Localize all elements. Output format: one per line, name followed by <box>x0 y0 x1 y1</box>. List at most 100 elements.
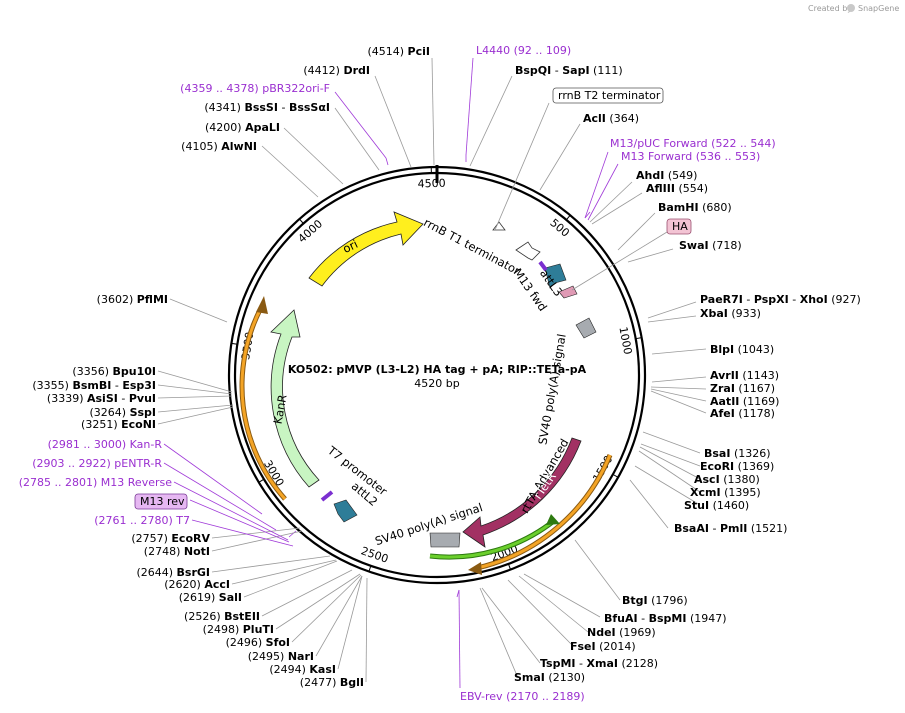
enzyme-site-label[interactable]: (2498) PluTI <box>203 623 274 636</box>
kanr-feature[interactable] <box>270 309 320 488</box>
enzyme-site-label[interactable]: (2495) NarI <box>248 650 314 663</box>
ori-feature[interactable] <box>308 211 424 287</box>
primer-site-label[interactable]: L4440 (92 .. 109) <box>476 44 571 57</box>
enzyme-site-label[interactable]: SmaI (2130) <box>514 671 585 684</box>
primer-site-label[interactable]: EBV-rev (2170 .. 2189) <box>460 690 585 703</box>
enzyme-site-label[interactable]: AfeI (1178) <box>710 407 775 420</box>
enzyme-site-label[interactable]: AclI (364) <box>583 112 639 125</box>
enzyme-name: BspMI <box>649 612 687 625</box>
enzyme-site-label[interactable]: (2496) SfoI <box>226 636 290 649</box>
enzyme-site-label[interactable]: AatII (1169) <box>710 395 779 408</box>
enzyme-site-label[interactable]: (2757) EcoRV <box>131 532 210 545</box>
enzyme-site-label[interactable]: ZraI (1167) <box>710 382 775 395</box>
enzyme-site-label[interactable]: BsaI (1326) <box>704 447 771 460</box>
enzyme-site-label[interactable]: AscI (1380) <box>694 473 760 486</box>
m13-rev-label[interactable]: M13 rev <box>140 495 185 508</box>
enzyme-site-label[interactable]: NdeI (1969) <box>587 626 656 639</box>
enzyme-site-label[interactable]: XcmI (1395) <box>690 486 761 499</box>
attl2-feature[interactable] <box>333 499 358 523</box>
enzyme-site-label[interactable]: (2494) KasI <box>269 663 336 676</box>
enzyme-site-label[interactable]: (2477) BglI <box>300 676 364 689</box>
enzyme-site-label[interactable]: PaeR7I - PspXI - XhoI (927) <box>700 293 861 306</box>
sv40-polya-bottom-feature[interactable] <box>429 532 461 548</box>
cut-position: (2757) <box>131 532 168 545</box>
enzyme-site-label[interactable]: (2748) NotI <box>144 545 210 558</box>
enzyme-site-label[interactable]: (2644) BsrGI <box>136 566 210 579</box>
enzyme-site-label[interactable]: BsaAI - PmlI (1521) <box>674 522 787 535</box>
rtta-advanced-feature[interactable] <box>462 437 582 548</box>
right-orange-arc <box>476 454 612 570</box>
enzyme-name: AsiSI <box>87 392 118 405</box>
tick-label: 4000 <box>296 217 326 245</box>
tick-mark <box>565 214 571 221</box>
enzyme-site-label[interactable]: StuI (1460) <box>684 499 749 512</box>
primer-range: (4359 .. 4378) <box>180 82 259 95</box>
primer-site-label[interactable]: (4359 .. 4378) pBR322ori-F <box>180 82 330 95</box>
plasmid-size: 4520 bp <box>414 377 459 390</box>
plasmid-name: KO502: pMVP (L3-L2) HA tag + pA; RIP::TE… <box>288 363 587 376</box>
enzyme-site-label[interactable]: AflIII (554) <box>646 182 708 195</box>
left-orange-arrowhead <box>256 296 268 314</box>
tick-mark <box>612 473 619 478</box>
enzyme-site-label[interactable]: (3264) SspI <box>89 406 156 419</box>
enzyme-name: Bpu10I <box>113 365 157 378</box>
primer-site-label[interactable]: (2785 .. 2801) M13 Reverse <box>19 476 172 489</box>
rrnb-t2-terminator-label[interactable]: rrnB T2 terminator <box>558 89 661 102</box>
enzyme-site-label[interactable]: EcoRI (1369) <box>700 460 774 473</box>
enzyme-site-label[interactable]: (4105) AlwNI <box>181 140 257 153</box>
enzyme-site-label[interactable]: (4200) ApaLI <box>205 121 280 134</box>
enzyme-site-label[interactable]: TspMI - XmaI (2128) <box>540 657 658 670</box>
enzyme-name: DrdI <box>343 64 370 77</box>
enzyme-site-label[interactable]: BamHI (680) <box>658 201 732 214</box>
enzyme-site-label[interactable]: XbaI (933) <box>700 307 761 320</box>
enzyme-site-label[interactable]: BspQI - SapI (111) <box>515 64 623 77</box>
primer-name: pBR322ori-F <box>262 82 330 95</box>
enzyme-site-label[interactable]: (2526) BstEII <box>184 610 260 623</box>
enzyme-site-label[interactable]: (4514) PciI <box>367 45 430 58</box>
enzyme-site-label[interactable]: SwaI (718) <box>679 239 742 252</box>
enzyme-site-label[interactable]: (2619) SalI <box>179 591 242 604</box>
rrnb-t2-terminator-feature[interactable] <box>492 221 506 231</box>
enzyme-name: KasI <box>309 663 336 676</box>
enzyme-site-label[interactable]: (2620) AccI <box>164 578 230 591</box>
enzyme-site-label[interactable]: BfuAI - BspMI (1947) <box>604 612 727 625</box>
rrnb-t1-terminator-feature[interactable] <box>515 241 541 261</box>
enzyme-site-label[interactable]: (4341) BssSI - BssSαI <box>204 101 330 114</box>
enzyme-site-label[interactable]: (3251) EcoNI <box>81 418 156 431</box>
enzyme-name: SmaI <box>514 671 545 684</box>
primer-site-label[interactable]: M13 Forward (536 .. 553) <box>621 150 760 163</box>
sv40-polya-right-feature[interactable] <box>575 317 597 339</box>
enzyme-site-label[interactable]: (3602) PflMI <box>97 293 168 306</box>
cut-position: (1796) <box>651 594 688 607</box>
enzyme-name: BstEII <box>224 610 260 623</box>
enzyme-site-label[interactable]: AvrII (1143) <box>710 369 779 382</box>
primer-site-label[interactable]: (2981 .. 3000) Kan-R <box>48 438 163 451</box>
ha-tag-feature[interactable] <box>558 285 578 299</box>
cut-position: (4514) <box>367 45 404 58</box>
separator: - <box>281 101 285 114</box>
cut-position: (3251) <box>81 418 118 431</box>
cut-position: (2619) <box>179 591 216 604</box>
primer-site-label[interactable]: M13/pUC Forward (522 .. 544) <box>610 137 776 150</box>
enzyme-site-label[interactable]: FseI (2014) <box>570 640 636 653</box>
enzyme-site-label[interactable]: (3355) BsmBI - Esp3I <box>32 379 156 392</box>
tick-label: 4500 <box>418 177 446 191</box>
primer-site-label[interactable]: (2903 .. 2922) pENTR-R <box>32 457 162 470</box>
enzyme-site-label[interactable]: (4412) DrdI <box>303 64 370 77</box>
cut-position: (1969) <box>619 626 656 639</box>
enzyme-site-label[interactable]: BlpI (1043) <box>710 343 774 356</box>
m13-fwd-primer-mark <box>538 260 548 272</box>
enzyme-site-label[interactable]: (3339) AsiSI - PvuI <box>47 392 156 405</box>
ha-tag-label[interactable]: HA <box>672 220 688 233</box>
primer-range: (522 .. 544) <box>711 137 776 150</box>
primer-site-label[interactable]: (2761 .. 2780) T7 <box>94 514 190 527</box>
enzyme-name: AflIII <box>646 182 675 195</box>
enzyme-name: XmaI <box>587 657 618 670</box>
rrnb-t2-terminator-label-box <box>552 87 664 104</box>
attl3-feature[interactable] <box>544 263 567 289</box>
enzyme-site-label[interactable]: BtgI (1796) <box>622 594 688 607</box>
enzyme-site-label[interactable]: (3356) Bpu10I <box>72 365 156 378</box>
snapgene-credit[interactable]: Created by SnapGene <box>808 4 899 13</box>
enzyme-site-label[interactable]: AhdI (549) <box>636 169 697 182</box>
